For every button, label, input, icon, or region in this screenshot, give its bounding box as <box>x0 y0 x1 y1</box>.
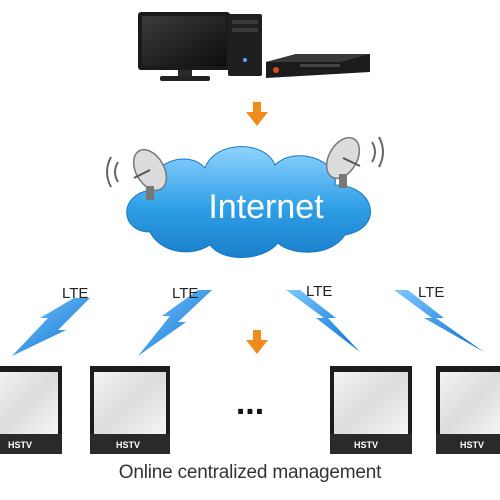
lte-label-3: LTE <box>306 283 332 300</box>
lte-label-4: LTE <box>418 284 444 301</box>
terminal-2 <box>90 366 170 454</box>
terminal-2-label: HSTV <box>116 440 140 450</box>
lte-label-2: LTE <box>172 285 198 302</box>
terminal-1 <box>0 366 62 454</box>
caption: Online centralized management <box>118 462 382 483</box>
lte-bolt-2 <box>138 290 212 356</box>
down-arrow-icon <box>246 330 268 354</box>
ellipsis: ... <box>236 384 264 422</box>
lte-label-1: LTE <box>62 285 88 302</box>
down-arrow-icon <box>246 102 268 126</box>
satellite-dish-left-icon <box>106 148 168 200</box>
desktop-computer-icon <box>138 12 262 81</box>
lte-bolt-3 <box>286 290 360 352</box>
satellite-dish-right-icon <box>325 136 384 188</box>
terminal-4-label: HSTV <box>460 440 484 450</box>
lte-bolt-4 <box>394 290 484 352</box>
terminal-1-label: HSTV <box>8 440 32 450</box>
lte-bolt-1 <box>12 298 90 356</box>
internet-label: Internet <box>208 188 324 226</box>
terminal-4 <box>436 366 500 454</box>
terminal-3 <box>330 366 412 454</box>
set-top-box-icon <box>266 54 370 78</box>
terminal-3-label: HSTV <box>354 440 378 450</box>
